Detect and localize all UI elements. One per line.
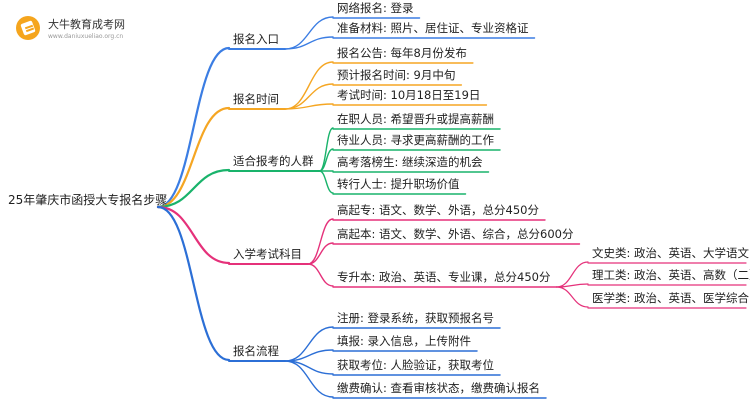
leaf-node: 待业人员: 寻求更高薪酬的工作 [337, 133, 495, 147]
site-logo: 大牛教育成考网 www.daniuxueliao.org.cn [14, 14, 125, 50]
branch-connector [156, 205, 231, 265]
branch-node: 报名入口 [233, 32, 279, 46]
logo-title: 大牛教育成考网 [48, 18, 125, 31]
leaf-node: 注册: 登录系统，获取预报名号 [337, 311, 495, 325]
leaf-node: 转行人士: 提升职场价值 [337, 177, 460, 191]
branch-node: 报名流程 [233, 344, 279, 358]
leaf-connector [284, 360, 334, 398]
sub-leaf-node: 理工类: 政治、英语、高数（二） [592, 268, 750, 282]
leaf-node: 准备材料: 照片、居住证、专业资格证 [337, 21, 529, 35]
branch-node: 报名时间 [233, 92, 279, 106]
branch-connector [156, 168, 231, 209]
leaf-connector [307, 263, 334, 287]
branch-connector [156, 205, 231, 362]
leaf-node: 在职人员: 希望晋升或提高薪酬 [337, 112, 495, 126]
leaf-connector [318, 170, 334, 194]
leaf-connector [307, 242, 334, 265]
branch-node: 入学考试科目 [233, 247, 302, 261]
sub-leaf-node: 医学类: 政治、英语、医学综合 [592, 291, 750, 305]
leaf-node: 考试时间: 10月18日至19日 [337, 88, 481, 102]
leaf-connector [284, 103, 334, 110]
leaf-node: 高起专: 语文、数学、外语，总分450分 [337, 203, 539, 217]
logo-url: www.daniuxueliao.org.cn [48, 33, 124, 40]
leaf-connector [284, 36, 334, 50]
branch-connector [156, 106, 231, 209]
leaf-connector [284, 83, 334, 110]
book-logo-icon [16, 16, 40, 40]
leaf-node: 专升本: 政治、英语、专业课，总分450分 [337, 270, 551, 284]
leaf-node: 缴费确认: 查看审核状态，缴费确认报名 [337, 381, 541, 395]
branch-node: 适合报考的人群 [233, 154, 314, 168]
leaf-node: 报名公告: 每年8月份发布 [337, 46, 467, 60]
leaf-node: 高起本: 语文、数学、外语、综合，总分600分 [337, 227, 574, 241]
leaf-node: 预计报名时间: 9月中旬 [337, 68, 456, 82]
sub-leaf-node: 文史类: 政治、英语、大学语文 [592, 246, 750, 260]
sub-connector [555, 261, 589, 288]
root-node: 25年肇庆市函授大专报名步骤 [8, 193, 168, 207]
leaf-node: 填报: 录入信息，上传附件 [337, 334, 472, 348]
sub-connector [555, 286, 589, 308]
leaf-connector [284, 16, 334, 50]
leaf-node: 高考落榜生: 继续深造的机会 [337, 155, 483, 169]
leaf-node: 获取考位: 人脸验证，获取考位 [337, 358, 495, 372]
branch-connector [156, 46, 231, 209]
leaf-node: 网络报名: 登录 [337, 1, 414, 15]
leaf-connector [307, 218, 334, 265]
